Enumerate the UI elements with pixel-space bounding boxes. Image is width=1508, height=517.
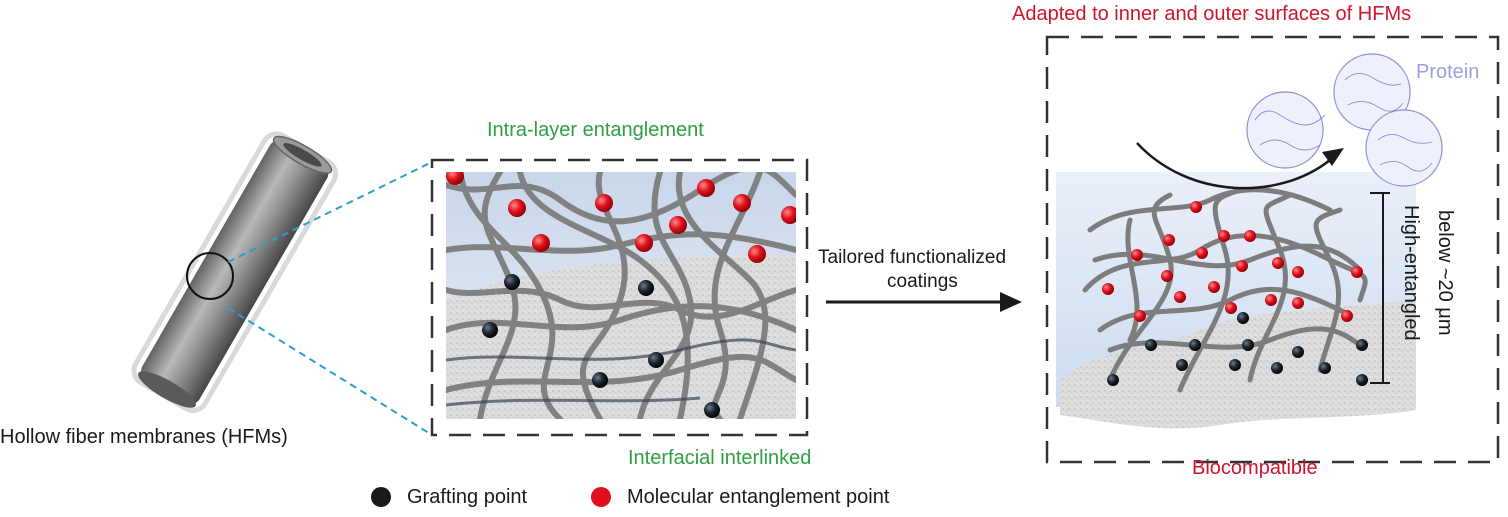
hollow-fiber-tube (131, 131, 339, 413)
right-frame (1045, 35, 1500, 464)
middle-network-image (446, 172, 796, 419)
legend-grafting-dot (371, 487, 391, 507)
legend-entanglement-label: Molecular entanglement point (627, 486, 890, 508)
right-network-image (1056, 172, 1416, 429)
connector-top (227, 161, 433, 263)
legend-entanglement-dot (591, 487, 611, 507)
middle-frame (430, 158, 809, 437)
biocompatible-label: Biocompatible (1192, 457, 1318, 479)
arrow-label-line1: Tailored functionalized (818, 247, 1007, 268)
legend-grafting-label: Grafting point (407, 486, 528, 508)
protein-cluster (1246, 53, 1443, 187)
connector-bottom (227, 307, 433, 436)
protein-label: Protein (1416, 61, 1480, 83)
interfacial-label: Interfacial interlinked (628, 447, 812, 469)
hfm-label: Hollow fiber membranes (HFMs) (0, 426, 288, 448)
high-entangled-label: High-entangled (1400, 205, 1422, 341)
process-arrow (826, 292, 1022, 312)
thickness-label: below ~20 μm (1434, 210, 1456, 336)
adapted-label: Adapted to inner and outer surfaces of H… (1012, 3, 1412, 25)
curved-arrow (1136, 142, 1344, 190)
arrow-label-line2: coatings (887, 271, 958, 292)
intra-layer-label: Intra-layer entanglement (487, 119, 704, 141)
thickness-bracket (1370, 192, 1390, 384)
zoom-circle (186, 252, 234, 300)
